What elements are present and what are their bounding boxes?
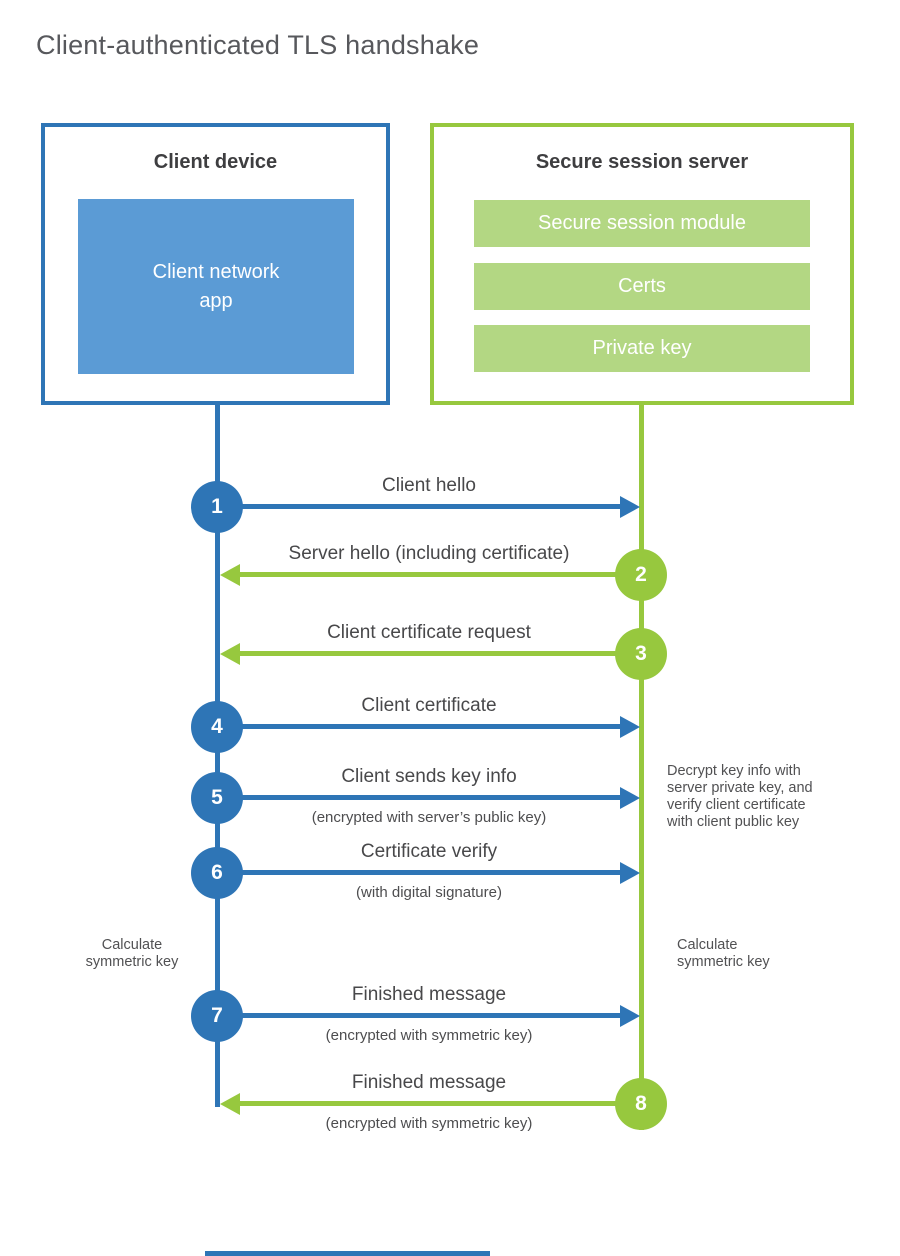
step-number: 5 — [211, 786, 223, 809]
message-label: Client sends key info — [341, 766, 517, 787]
message-label: Finished message — [351, 984, 507, 1005]
message-arrow-shaft — [217, 870, 620, 875]
step-number: 8 — [635, 1092, 647, 1115]
step-circle: 3 — [615, 628, 667, 680]
message-arrowhead-icon — [620, 862, 640, 884]
message-sublabel: (with digital signature) — [356, 884, 502, 901]
message-arrowhead-icon — [620, 716, 640, 738]
server-certs-label: Certs — [618, 275, 666, 297]
step-number: 4 — [211, 715, 223, 738]
message-arrow-shaft — [217, 724, 620, 729]
message-arrowhead-icon — [620, 787, 640, 809]
step-number: 1 — [211, 495, 223, 518]
client-device-title: Client device — [153, 151, 278, 173]
step-number: 3 — [635, 642, 647, 665]
server-private-key-bar: Private key — [474, 325, 810, 372]
secure-session-server-title: Secure session server — [535, 151, 749, 173]
step-circle: 1 — [191, 481, 243, 533]
page-title: Client-authenticated TLS handshake — [36, 30, 480, 60]
message-arrowhead-icon — [620, 496, 640, 518]
message-arrow-shaft — [217, 1013, 620, 1018]
message-arrow-shaft — [240, 1101, 641, 1106]
message-arrow-shaft — [217, 504, 620, 509]
message-arrowhead-icon — [220, 564, 240, 586]
step-circle: 8 — [615, 1078, 667, 1130]
message-label: Client certificate — [361, 695, 497, 716]
step-circle: 7 — [191, 990, 243, 1042]
step-number: 6 — [211, 861, 223, 884]
server-private-key-label: Private key — [592, 337, 692, 359]
message-arrowhead-icon — [620, 1005, 640, 1027]
server-module-bar: Secure session module — [474, 200, 810, 247]
step-circle: 5 — [191, 772, 243, 824]
step-number: 2 — [635, 563, 647, 586]
client-lifeline — [215, 405, 220, 1107]
cropped-footer-divider — [205, 1251, 490, 1256]
step-circle: 6 — [191, 847, 243, 899]
step-circle: 2 — [615, 549, 667, 601]
message-arrow-shaft — [240, 572, 641, 577]
message-arrowhead-icon — [220, 643, 240, 665]
message-label: Finished message — [351, 1072, 507, 1093]
message-label: Client hello — [382, 475, 476, 496]
server-certs-bar: Certs — [474, 263, 810, 310]
message-sublabel: (encrypted with symmetric key) — [325, 1027, 533, 1044]
message-sublabel: (encrypted with symmetric key) — [325, 1115, 533, 1132]
message-arrow-shaft — [240, 651, 641, 656]
message-arrow-shaft — [217, 795, 620, 800]
step-circle: 4 — [191, 701, 243, 753]
server-lifeline — [639, 405, 644, 1130]
step-number: 7 — [211, 1004, 223, 1027]
message-sublabel: (encrypted with server’s public key) — [311, 809, 547, 826]
message-label: Server hello (including certificate) — [288, 543, 570, 564]
message-label: Certificate verify — [360, 841, 498, 862]
message-arrowhead-icon — [220, 1093, 240, 1115]
message-label: Client certificate request — [327, 622, 531, 643]
server-module-label: Secure session module — [538, 212, 746, 234]
